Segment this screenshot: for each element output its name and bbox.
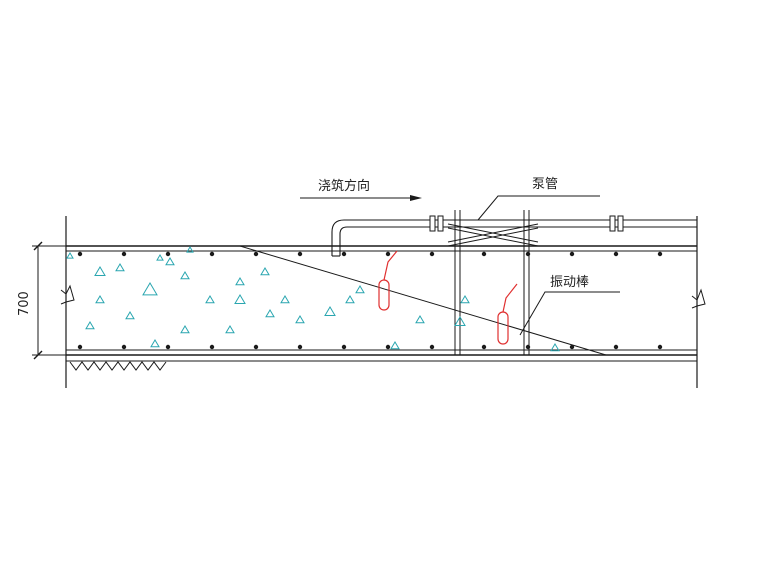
aggregate-particle (150, 339, 160, 348)
aggregate-particle (180, 271, 190, 280)
pump-pipe-leader (477, 195, 600, 221)
right-break-symbol (691, 288, 706, 309)
aggregate-particle (225, 325, 235, 334)
aggregate-particle (415, 315, 425, 324)
rebar-dot (165, 344, 171, 350)
aggregate-particle (454, 316, 466, 326)
rebar-dot (613, 344, 619, 350)
rebar-top-row (77, 251, 663, 257)
vibrator-leader (519, 291, 620, 336)
vibrator-2 (497, 283, 518, 345)
rebar-dot (481, 251, 487, 257)
aggregate-particle (235, 277, 245, 286)
dimension-slash-top (33, 241, 43, 251)
aggregate-particle (66, 252, 74, 259)
rebar-dot (297, 251, 303, 257)
pump-pipe (331, 219, 697, 257)
aggregate-particle (260, 267, 270, 276)
pour-direction-arrow (300, 195, 422, 201)
pour-direction-label: 浇筑方向 (318, 178, 370, 194)
rebar-dot (657, 251, 663, 257)
rebar-bottom-row (77, 344, 663, 350)
left-break-symbol (60, 284, 75, 305)
aggregate-particle (205, 295, 215, 304)
aggregate-particle (180, 325, 190, 334)
rebar-dot (613, 251, 619, 257)
pump-pipe-label: 泵管 (532, 177, 558, 192)
aggregate-particle (156, 254, 164, 261)
aggregate-particle (94, 266, 106, 276)
aggregate-particle (345, 295, 355, 304)
rebar-dot (121, 344, 127, 350)
ground-hatch (69, 361, 167, 371)
rebar-dot (77, 344, 83, 350)
rebar-dot (429, 344, 435, 350)
rebar-dot (253, 251, 259, 257)
aggregate-particle (355, 285, 365, 294)
vibrator-1 (378, 250, 398, 311)
rebar-dot (341, 251, 347, 257)
aggregate-particle (115, 263, 125, 272)
dimension-slash-bottom (33, 350, 43, 360)
pipe-coupling-right (609, 215, 624, 232)
pour-front-slope (239, 245, 607, 356)
rebar-dot (209, 251, 215, 257)
pipe-coupling-left (429, 215, 444, 232)
thickness-label: 700 (17, 291, 32, 316)
aggregate-particle (85, 321, 95, 330)
vibrator-label: 振动棒 (550, 275, 589, 290)
concrete-aggregate (66, 246, 560, 352)
aggregate-particle (460, 295, 470, 304)
aggregate-particle (142, 282, 158, 296)
aggregate-particle (95, 295, 105, 304)
rebar-dot (341, 344, 347, 350)
rebar-dot (385, 344, 391, 350)
rebar-dot (121, 251, 127, 257)
rebar-dot (657, 344, 663, 350)
rebar-dot (525, 251, 531, 257)
rebar-dot (253, 344, 259, 350)
rebar-dot (569, 344, 575, 350)
pipe-support-stand (447, 210, 539, 355)
aggregate-particle (550, 343, 560, 352)
aggregate-particle (234, 294, 246, 304)
aggregate-particle (324, 306, 336, 316)
aggregate-particle (165, 257, 175, 266)
rebar-dot (209, 344, 215, 350)
aggregate-particle (186, 246, 194, 253)
rebar-dot (525, 344, 531, 350)
rebar-dot (297, 344, 303, 350)
aggregate-particle (125, 311, 135, 320)
rebar-dot (165, 251, 171, 257)
rebar-dot (77, 251, 83, 257)
rebar-dot (481, 344, 487, 350)
aggregate-particle (265, 309, 275, 318)
rebar-dot (569, 251, 575, 257)
aggregate-particle (280, 295, 290, 304)
aggregate-particle (390, 341, 400, 350)
rebar-dot (385, 251, 391, 257)
rebar-dot (429, 251, 435, 257)
aggregate-particle (295, 315, 305, 324)
